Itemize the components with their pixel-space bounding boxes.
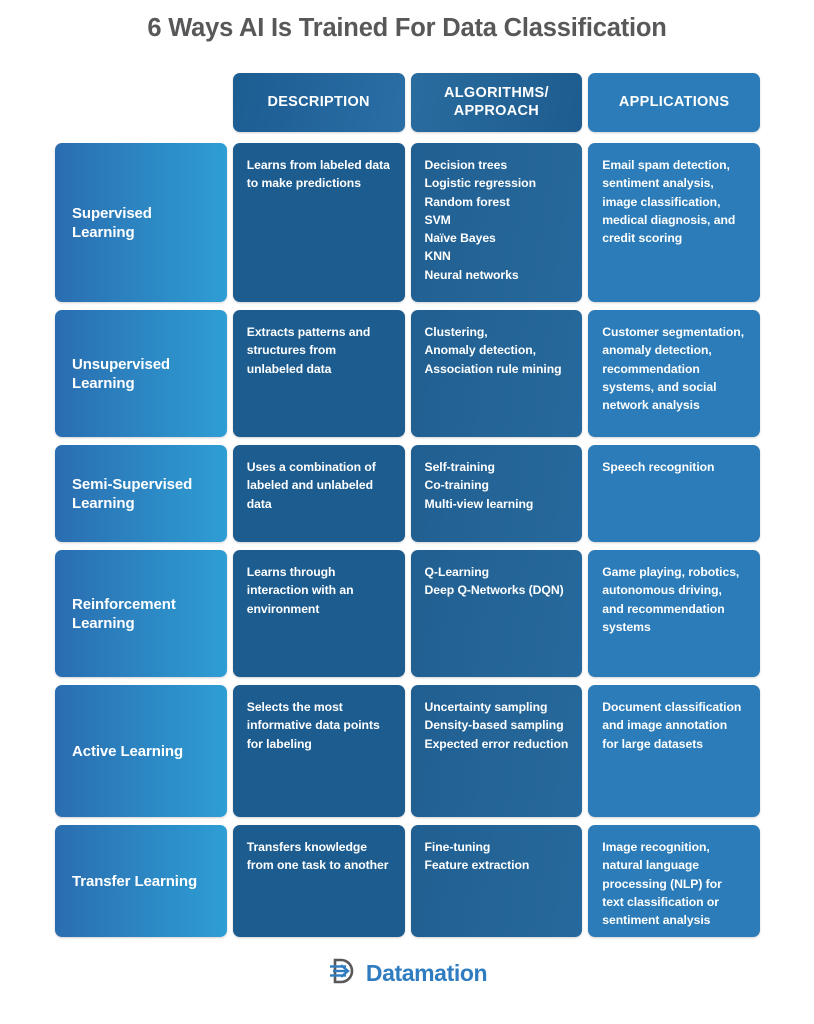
algorithm-item: Association rule mining (424, 361, 562, 376)
algorithm-item: Naïve Bayes (424, 231, 496, 246)
table-row: Reinforcement Learning Learns through in… (55, 550, 760, 677)
algorithm-item: Decision trees (424, 158, 508, 172)
table-row: Supervised Learning Learns from labeled … (55, 143, 760, 302)
algorithm-item: Clustering, (424, 325, 488, 339)
algorithms-cell-semi-supervised-learning: Self-training Co-training Multi-view lea… (410, 445, 583, 542)
description-cell-active-learning: Selects the most informative data points… (232, 685, 405, 817)
algorithm-item: Uncertainty sampling (424, 700, 548, 714)
algorithm-item: SVM (424, 212, 451, 227)
algorithm-item: Self-training (424, 460, 496, 474)
algorithm-item: Random forest (424, 194, 510, 209)
table-row: Semi-Supervised Learning Uses a combinat… (55, 445, 760, 542)
algorithm-item: Feature extraction (424, 858, 530, 873)
header-description: DESCRIPTION (232, 73, 405, 132)
algorithm-item: Multi-view learning (424, 496, 534, 511)
algorithm-item: Anomaly detection, (424, 343, 537, 358)
category-cell-active-learning: Active Learning (55, 685, 227, 817)
description-cell-supervised-learning: Learns from labeled data to make predict… (232, 143, 405, 302)
algorithm-item: Logistic regression (424, 176, 537, 191)
algorithms-cell-reinforcement-learning: Q-Learning Deep Q-Networks (DQN) (410, 550, 583, 677)
description-cell-semi-supervised-learning: Uses a combination of labeled and unlabe… (232, 445, 405, 542)
datamation-d-arrow-icon (327, 957, 361, 990)
applications-cell-supervised-learning: Email spam detection, sentiment analysis… (588, 143, 760, 302)
table-row: Transfer Learning Transfers knowledge fr… (55, 825, 760, 937)
comparison-table: DESCRIPTION ALGORITHMS/ APPROACH APPLICA… (55, 73, 761, 945)
brand-name: Datamation (365, 960, 488, 986)
applications-cell-reinforcement-learning: Game playing, robotics, autonomous drivi… (588, 550, 760, 677)
header-algorithms-approach: ALGORITHMS/ APPROACH (410, 73, 583, 132)
algorithm-item: Neural networks (424, 267, 519, 282)
page-title: 6 Ways AI Is Trained For Data Classifica… (147, 14, 667, 42)
algorithm-item: Q-Learning (424, 565, 490, 579)
algorithm-item: KNN (424, 249, 451, 264)
applications-cell-active-learning: Document classification and image annota… (588, 685, 760, 817)
category-cell-unsupervised-learning: Unsupervised Learning (55, 310, 227, 437)
table-row: Unsupervised Learning Extracts patterns … (55, 310, 760, 437)
algorithm-item: Co-training (424, 478, 490, 493)
algorithms-cell-supervised-learning: Decision trees Logistic regression Rando… (410, 143, 583, 302)
category-cell-reinforcement-learning: Reinforcement Learning (55, 550, 227, 677)
algorithm-item: Density-based sampling (424, 718, 564, 733)
applications-cell-semi-supervised-learning: Speech recognition (588, 445, 760, 542)
category-cell-semi-supervised-learning: Semi-Supervised Learning (55, 445, 227, 542)
applications-cell-transfer-learning: Image recognition, natural language proc… (588, 825, 760, 937)
algorithm-item: Deep Q-Networks (DQN) (424, 583, 564, 598)
table-row: Active Learning Selects the most informa… (55, 685, 760, 817)
footer-branding: Datamation (0, 957, 814, 990)
applications-cell-unsupervised-learning: Customer segmentation, anomaly detection… (588, 310, 760, 437)
category-cell-supervised-learning: Supervised Learning (55, 143, 227, 302)
category-cell-transfer-learning: Transfer Learning (55, 825, 227, 937)
description-cell-transfer-learning: Transfers knowledge from one task to ano… (232, 825, 405, 937)
header-blank (55, 73, 227, 132)
algorithm-item: Fine-tuning (424, 840, 491, 854)
algorithms-cell-unsupervised-learning: Clustering, Anomaly detection, Associati… (410, 310, 583, 437)
table-header-row: DESCRIPTION ALGORITHMS/ APPROACH APPLICA… (55, 73, 761, 132)
algorithm-item: Expected error reduction (424, 736, 569, 751)
algorithms-cell-active-learning: Uncertainty sampling Density-based sampl… (410, 685, 583, 817)
header-applications: APPLICATIONS (588, 73, 761, 132)
algorithms-cell-transfer-learning: Fine-tuning Feature extraction (410, 825, 583, 937)
description-cell-unsupervised-learning: Extracts patterns and structures from un… (232, 310, 405, 437)
description-cell-reinforcement-learning: Learns through interaction with an envir… (232, 550, 405, 677)
